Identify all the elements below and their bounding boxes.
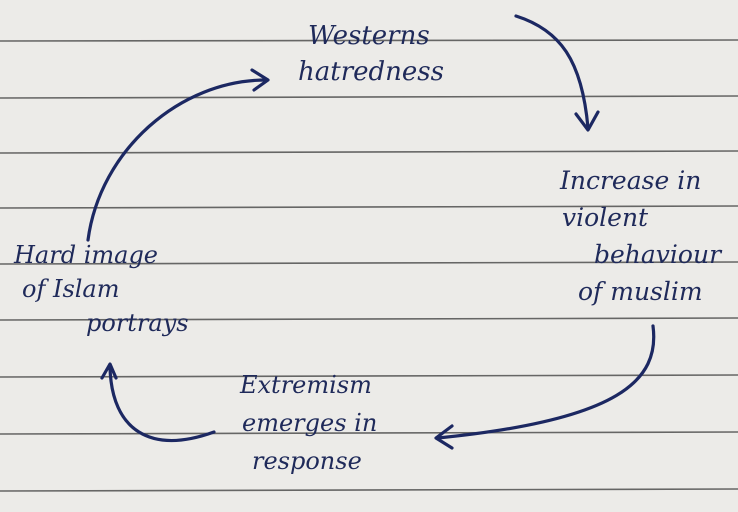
arrow-right-to-bottom-head	[434, 424, 454, 450]
node-bottom-line-2: emerges in	[242, 409, 378, 437]
node-increase-in-violent-behaviour: Increase in violent behaviour of muslim	[560, 162, 721, 310]
node-right-line-3: behaviour	[594, 240, 722, 269]
node-extremism-emerges: Extremism emerges in response	[240, 366, 377, 480]
node-left-line-1: Hard image	[14, 241, 159, 269]
arrow-top-to-right-head	[574, 110, 600, 132]
arrow-top-to-right	[514, 14, 590, 130]
node-hard-image-of-islam: Hard image of Islam portrays	[14, 238, 189, 340]
arrow-left-to-top-head	[250, 68, 270, 92]
node-bottom-line-3: response	[252, 447, 362, 475]
node-top-line-1: Westerns	[308, 21, 430, 51]
node-bottom-line-1: Extremism	[240, 371, 372, 399]
arrow-right-to-bottom	[436, 324, 656, 440]
node-top-line-2: hatredness	[298, 57, 444, 87]
arrow-bottom-to-left	[108, 366, 216, 442]
node-right-line-1: Increase in	[560, 166, 702, 195]
node-left-line-3: portrays	[86, 309, 189, 337]
node-left-line-2: of Islam	[22, 275, 120, 303]
arrow-bottom-to-left-head	[100, 362, 118, 380]
node-right-line-4: of muslim	[578, 277, 703, 306]
arrow-left-to-top	[86, 78, 268, 242]
node-right-line-2: violent	[562, 203, 649, 232]
node-westerns-hatredness: Westerns hatredness	[298, 18, 444, 90]
